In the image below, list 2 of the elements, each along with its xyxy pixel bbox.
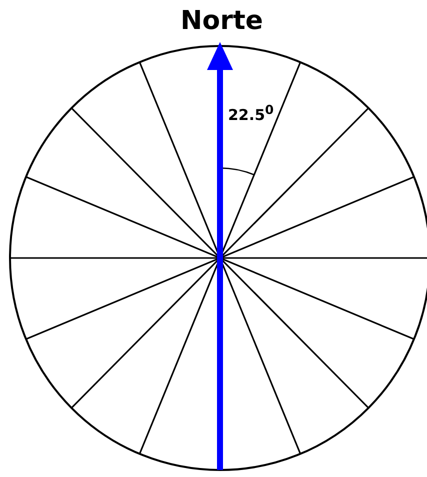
direction-label: Norte [180,8,264,34]
angle-label: 22.5$^{0}$ [228,104,274,123]
